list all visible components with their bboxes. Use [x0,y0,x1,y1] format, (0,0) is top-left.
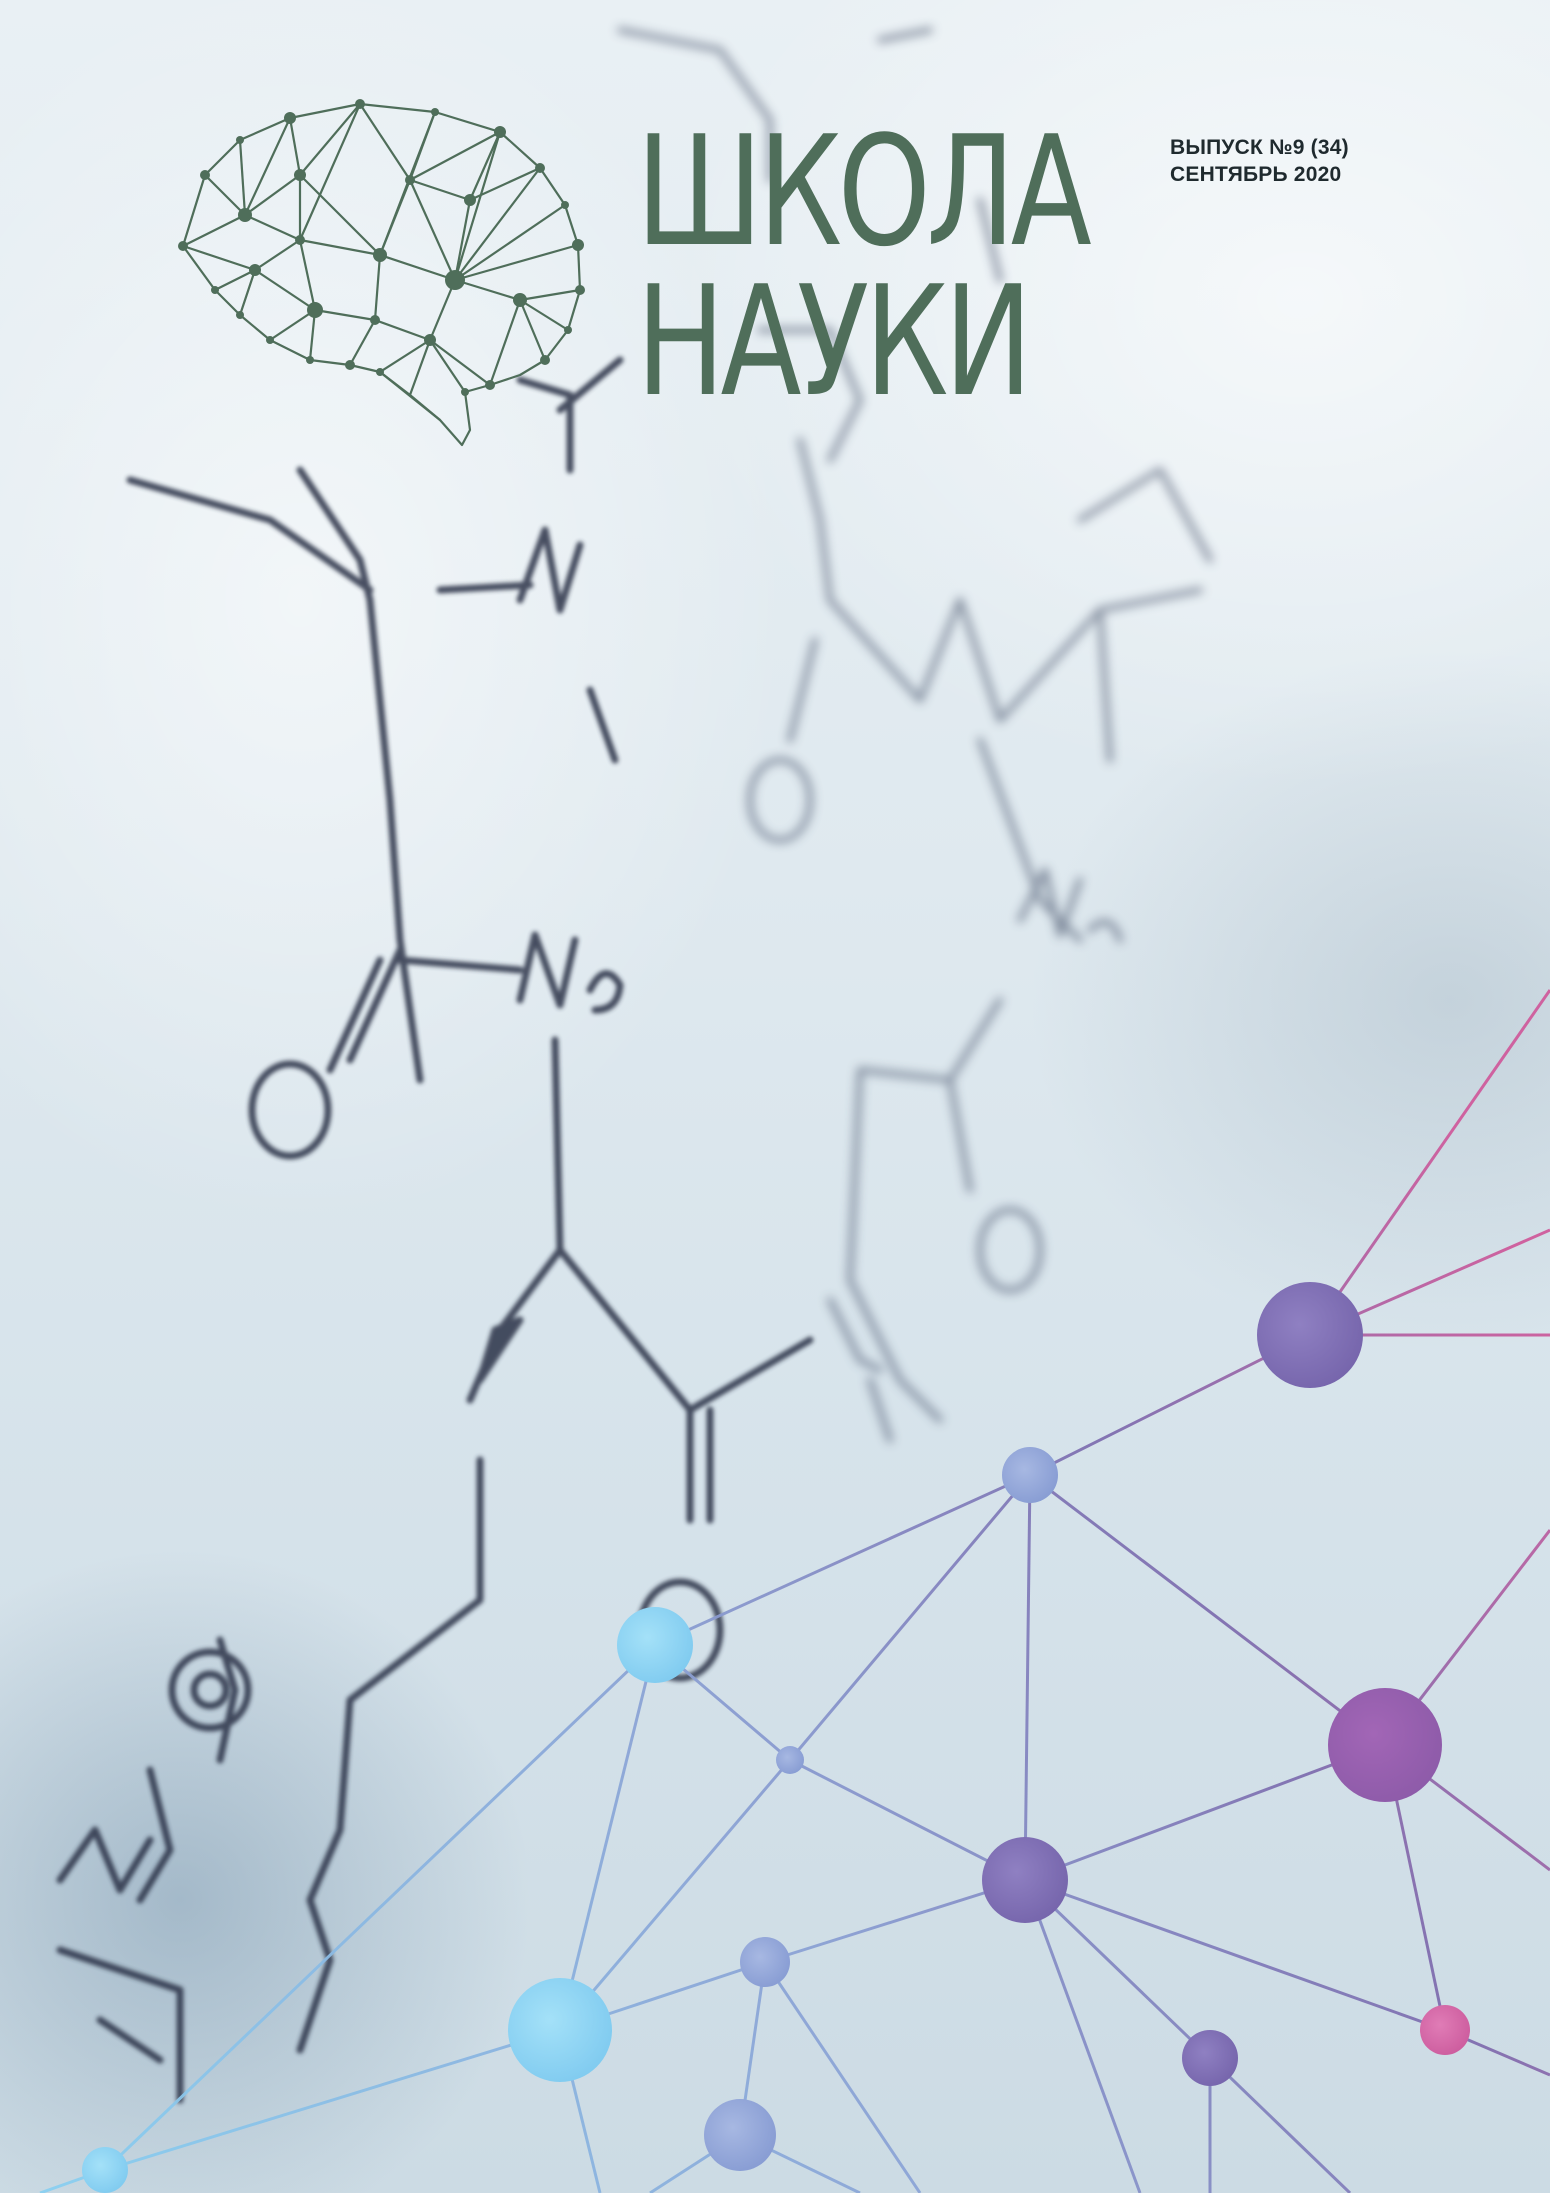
title-line-1: ШКОЛА [636,103,1092,280]
network-node [704,2099,776,2171]
network-node [1328,1688,1442,1802]
network-node [617,1607,693,1683]
network-node [82,2147,128,2193]
network-node [740,1937,790,1987]
issue-date: СЕНТЯБРЬ 2020 [1170,163,1342,186]
network-node [1420,2005,1470,2055]
network-node [982,1837,1068,1923]
issue-number: ВЫПУСК №9 (34) [1170,136,1349,159]
network-node [508,1978,612,2082]
issue-info: ВЫПУСК №9 (34) СЕНТЯБРЬ 2020 [1170,134,1349,188]
network-node [1257,1282,1363,1388]
title-line-2: НАУКИ [636,253,1033,430]
network-node [776,1746,804,1774]
network-node [1002,1447,1058,1503]
magazine-title: ШКОЛА НАУКИ [636,103,1092,430]
network-node [1182,2030,1238,2086]
